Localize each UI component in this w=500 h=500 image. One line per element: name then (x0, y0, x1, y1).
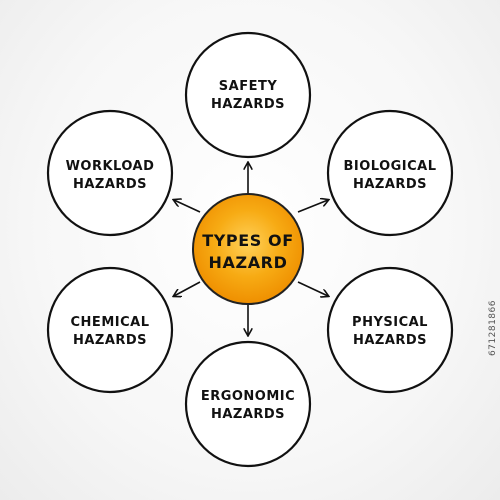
node-label-line2: HAZARDS (73, 177, 147, 192)
node-circle (326, 109, 454, 237)
node-label-line2: HAZARDS (211, 407, 285, 422)
center-label-line2: HAZARD (209, 253, 288, 272)
arrow-to-workload (174, 200, 201, 213)
center-circle (192, 193, 304, 305)
node-chemical: CHEMICAL HAZARDS (46, 266, 174, 394)
arrow-to-chemical (174, 281, 201, 296)
node-label-line1: CHEMICAL (71, 315, 150, 330)
node-ergonomic: ERGONOMIC HAZARDS (184, 340, 312, 468)
node-label-line2: HAZARDS (73, 333, 147, 348)
node-circle (46, 109, 174, 237)
center-node: TYPES OF HAZARD (192, 193, 304, 305)
arrow-to-physical (297, 281, 328, 296)
node-circle (46, 266, 174, 394)
node-circle (326, 266, 454, 394)
node-label-line2: HAZARDS (211, 97, 285, 112)
node-label-line1: WORKLOAD (66, 159, 155, 174)
node-circle (184, 340, 312, 468)
node-label-line1: SAFETY (219, 79, 278, 94)
node-circle (184, 31, 312, 159)
connector-arrows (174, 163, 328, 335)
node-workload: WORKLOAD HAZARDS (46, 109, 174, 237)
center-label-line1: TYPES OF (202, 231, 294, 250)
node-label-line1: ERGONOMIC (201, 389, 295, 404)
node-label-line2: HAZARDS (353, 333, 427, 348)
node-label-line1: PHYSICAL (352, 315, 428, 330)
arrow-to-biological (297, 200, 328, 213)
node-physical: PHYSICAL HAZARDS (326, 266, 454, 394)
node-biological: BIOLOGICAL HAZARDS (326, 109, 454, 237)
stock-image-id: 671281866 (488, 300, 498, 357)
node-label-line1: BIOLOGICAL (343, 159, 436, 174)
node-safety: SAFETY HAZARDS (184, 31, 312, 159)
node-label-line2: HAZARDS (353, 177, 427, 192)
